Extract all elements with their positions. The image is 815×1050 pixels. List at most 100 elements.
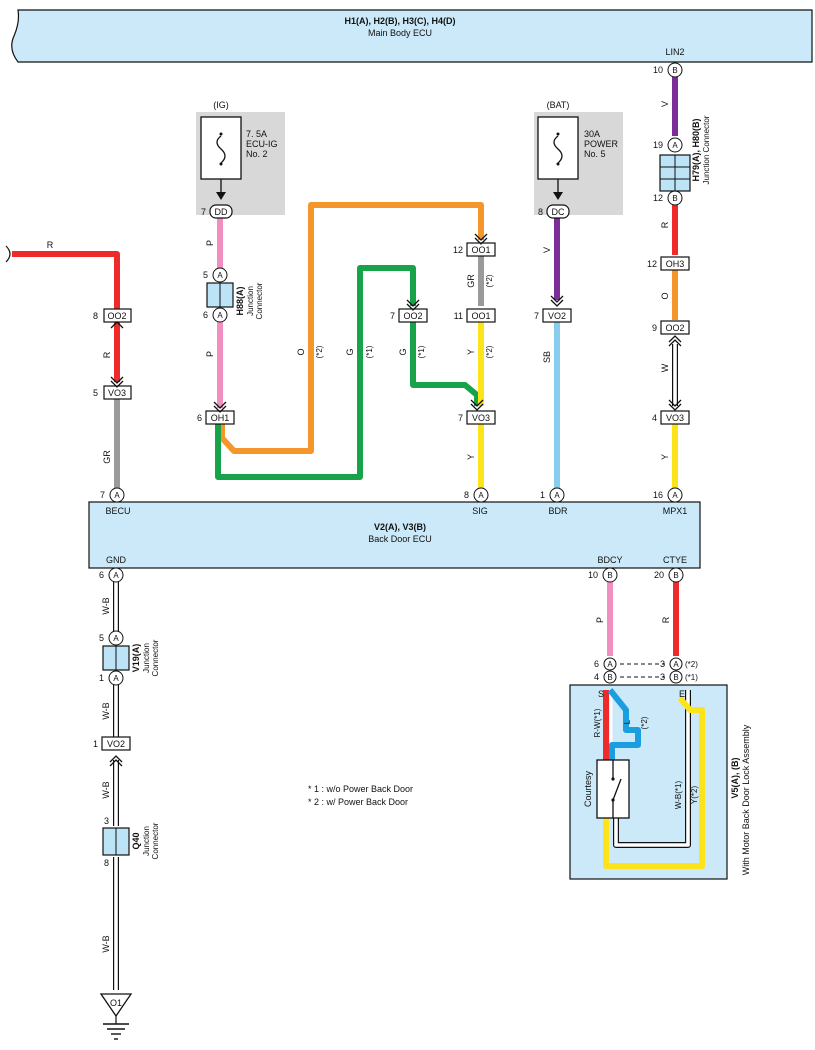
svg-text:H88(A): H88(A) (235, 286, 245, 315)
wire-label-y2: Y(*2) (690, 786, 699, 805)
svg-text:B: B (673, 673, 678, 682)
svg-text:LIN2: LIN2 (665, 47, 684, 57)
pin-label-ctye: CTYE (663, 555, 687, 565)
svg-text:P: P (205, 351, 215, 357)
footnotes: * 1 : w/o Power Back Door * 2 : w/ Power… (308, 784, 413, 807)
fuse-ig: (IG) 7. 5A ECU-IG No. 2 (196, 100, 285, 215)
pin-h88-out: A6 (203, 307, 228, 323)
fuse-ig-rating: 7. 5A (246, 129, 267, 139)
svg-text:6: 6 (197, 413, 202, 423)
svg-text:8: 8 (104, 858, 109, 868)
svg-text:G: G (345, 348, 355, 355)
svg-text:3: 3 (104, 816, 109, 826)
svg-text:3: 3 (660, 659, 665, 669)
svg-text:5: 5 (93, 388, 98, 398)
svg-text:7: 7 (201, 207, 206, 217)
svg-text:A: A (672, 141, 678, 150)
connector-oh3: OH3 12 (647, 256, 690, 271)
svg-text:B: B (607, 571, 612, 580)
main-body-ecu-title: H1(A), H2(B), H3(C), H4(D) (345, 16, 456, 26)
svg-text:W-B: W-B (101, 935, 111, 952)
svg-text:12: 12 (453, 245, 463, 255)
svg-text:W-B: W-B (101, 781, 111, 798)
wire-y-inside (603, 696, 705, 869)
svg-text:16: 16 (653, 490, 663, 500)
svg-text:V19(A): V19(A) (131, 644, 141, 673)
fuse-ig-name: ECU-IG (246, 139, 278, 149)
svg-text:8: 8 (93, 311, 98, 321)
wire-label-l: L (623, 719, 632, 724)
svg-text:A: A (554, 491, 560, 500)
svg-text:P: P (595, 617, 605, 623)
svg-text:O: O (296, 348, 306, 355)
svg-text:6: 6 (594, 659, 599, 669)
pin-lock-e-b: B3(*1) (660, 670, 698, 684)
lock-assembly-name: V5(A), (B) (730, 758, 740, 799)
wire-g-vo3 (410, 322, 480, 406)
ground-icon (103, 1023, 129, 1040)
svg-text:12: 12 (647, 259, 657, 269)
svg-text:B: B (672, 66, 677, 75)
pin-lock-e-a: A3(*2) (660, 657, 698, 671)
wires (5, 77, 679, 990)
svg-text:9: 9 (652, 323, 657, 333)
svg-text:G: G (398, 348, 408, 355)
svg-text:(*2): (*2) (485, 345, 494, 358)
svg-text:6: 6 (99, 570, 104, 580)
svg-text:7: 7 (458, 413, 463, 423)
svg-text:4: 4 (594, 672, 599, 682)
svg-text:A: A (672, 491, 678, 500)
main-body-ecu-subtitle: Main Body ECU (368, 28, 432, 38)
junction-v19: V19(A) Junction Connector (102, 639, 160, 676)
pin-label-becu: BECU (105, 506, 130, 516)
junction-q40: 3 8 Q40 Junction Connector (102, 816, 160, 868)
svg-text:Connector: Connector (255, 282, 264, 319)
svg-text:R: R (661, 616, 671, 623)
fuse-bat-number: No. 5 (584, 149, 606, 159)
svg-text:OH3: OH3 (666, 259, 685, 269)
pin-h79-in: A 19 (653, 137, 683, 153)
svg-text:O: O (660, 292, 670, 299)
svg-text:8: 8 (538, 207, 543, 217)
pin-v19-out: A1 (99, 670, 124, 686)
svg-text:19: 19 (653, 140, 663, 150)
svg-text:A: A (114, 491, 120, 500)
pin-bdr: A1 (540, 487, 565, 503)
svg-text:Connector: Connector (151, 822, 160, 859)
svg-text:6: 6 (203, 310, 208, 320)
svg-text:VO2: VO2 (107, 739, 125, 749)
svg-text:V: V (660, 101, 670, 107)
wire-o (219, 202, 484, 454)
svg-text:GR: GR (466, 274, 476, 288)
wire-g-oo2 (215, 265, 416, 480)
fuse-icon (553, 135, 563, 164)
svg-text:A: A (113, 634, 119, 643)
svg-text:8: 8 (464, 490, 469, 500)
pin-label-mpx1: MPX1 (663, 506, 688, 516)
svg-text:R: R (47, 240, 54, 250)
wire-note-l: (*2) (640, 716, 649, 729)
svg-text:Y: Y (660, 454, 670, 460)
svg-text:A: A (113, 571, 119, 580)
svg-text:O1: O1 (110, 998, 122, 1008)
svg-text:(*1): (*1) (365, 345, 374, 358)
pin-label-bdcy: BDCY (597, 555, 622, 565)
wire-labels: R R GR P P O (*2) G (*1) G (*1) GR (*2) … (47, 101, 671, 953)
svg-text:P: P (205, 240, 215, 246)
connector-dd: DD7 (201, 204, 233, 219)
wire-break-icon (5, 245, 11, 263)
ground-o1: O1 (99, 993, 133, 1040)
svg-text:(*2): (*2) (685, 660, 698, 669)
pin-lock-s-a: A6 (594, 657, 617, 671)
svg-text:R: R (102, 351, 112, 358)
svg-text:12: 12 (653, 193, 663, 203)
wire-l-inside (607, 688, 641, 760)
svg-text:5: 5 (99, 633, 104, 643)
